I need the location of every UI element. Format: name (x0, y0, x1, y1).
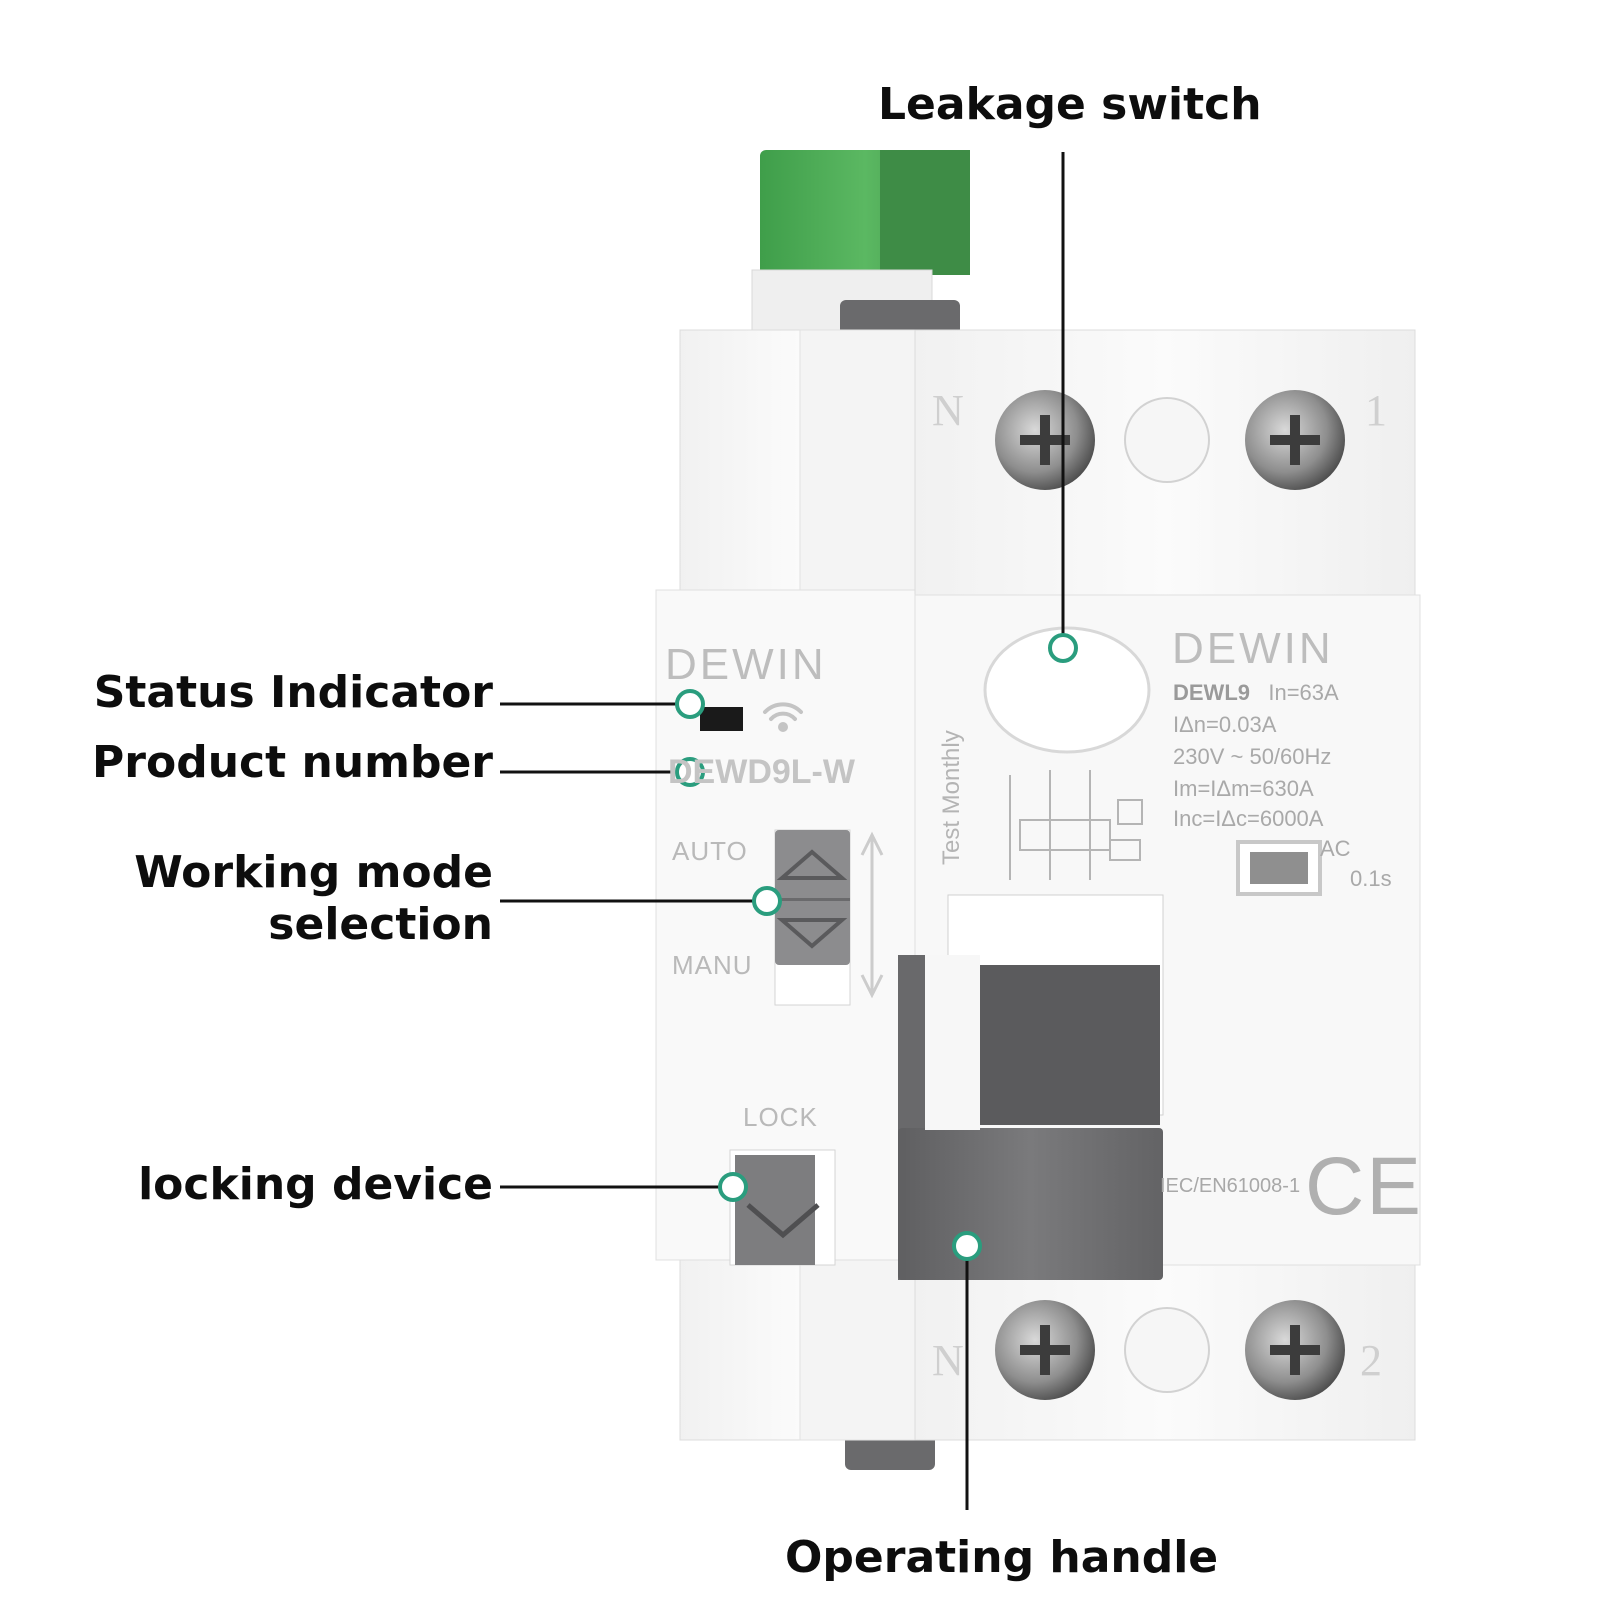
terminal-label-top-left: N (932, 386, 964, 435)
operating-handle-dot (952, 1231, 982, 1261)
ce-mark: CE (1305, 1141, 1423, 1232)
callout-working-mode-line1: Working mode (134, 847, 493, 898)
callout-working-mode-line2: selection (268, 899, 493, 950)
terminal-label-bottom-left: N (932, 1336, 964, 1385)
brand-left: DEWIN (665, 640, 827, 689)
lock-label: LOCK (743, 1102, 818, 1132)
callout-status-indicator: Status Indicator (93, 667, 493, 718)
mode-arrow-indicator (860, 831, 884, 999)
arrow-up-icon (776, 849, 848, 880)
wiring-diagram (1009, 770, 1143, 880)
callout-product-number: Product number (92, 737, 493, 788)
operating-handle[interactable] (898, 894, 1164, 1280)
im-rating: Im=IΔm=630A (1173, 776, 1314, 801)
brand-right: DEWIN (1172, 624, 1334, 673)
arrow-down-icon (776, 918, 848, 949)
standard-label: IEC/EN61008-1 (1160, 1175, 1301, 1197)
leakage-switch-dot (1048, 633, 1078, 663)
green-terminal-cap (751, 150, 970, 335)
mode-auto-label: AUTO (672, 836, 748, 866)
mode-manu-label: MANU (672, 950, 753, 980)
callout-operating-handle: Operating handle (785, 1532, 1219, 1583)
working-mode-dot (752, 886, 782, 916)
locking-device[interactable] (729, 1149, 836, 1266)
callout-locking-device: locking device (138, 1159, 493, 1210)
ac-type: AC (1320, 836, 1351, 861)
callout-dots (675, 633, 1078, 1261)
trip-time: 0.1s (1350, 866, 1392, 891)
terminal-label-bottom-right: 2 (1360, 1336, 1382, 1385)
terminal-block-top (995, 390, 1345, 490)
status-indicator-dot (675, 689, 705, 719)
working-mode-selector[interactable] (774, 829, 851, 1006)
terminal-block-bottom (995, 1300, 1345, 1400)
model-right: DEWL9 In=63A (1173, 680, 1339, 705)
voltage-rating: 230V ~ 50/60Hz (1173, 744, 1332, 769)
residual-current: IΔn=0.03A (1173, 712, 1277, 737)
terminal-label-top-right: 1 (1365, 386, 1387, 435)
wifi-icon (763, 702, 803, 732)
callout-leakage-switch: Leakage switch (878, 79, 1262, 130)
locking-device-dot (718, 1172, 748, 1202)
leakage-test-button[interactable] (983, 626, 1151, 754)
callout-lines (500, 152, 1065, 1510)
inc-rating: Inc=IΔc=6000A (1173, 806, 1324, 831)
model-left: DEWD9L-W (668, 753, 855, 791)
product-number-dot (675, 757, 705, 787)
test-monthly-label: Test Monthly (938, 730, 965, 865)
status-indicator-led (700, 707, 743, 731)
